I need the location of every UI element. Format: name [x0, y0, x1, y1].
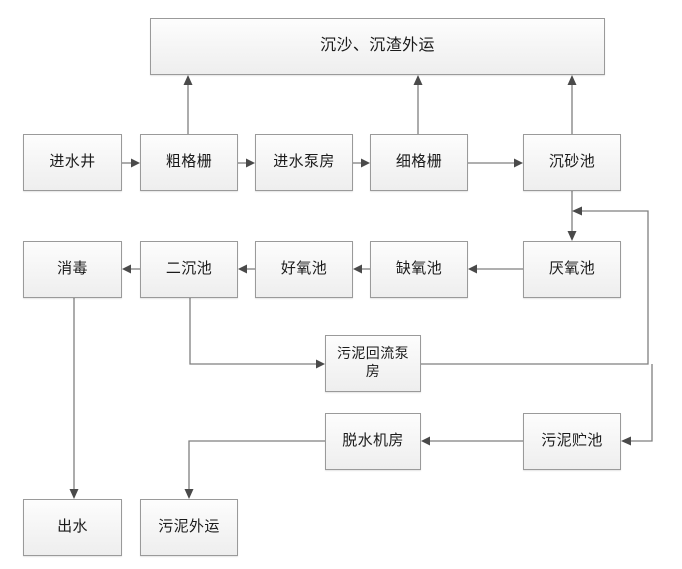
edge-fine-screen-to-grit-chamber: [468, 158, 523, 168]
edge-coarse-screen-to-haul: [183, 75, 193, 134]
node-sludge-storage-tank[interactable]: 污泥贮池: [523, 413, 621, 470]
node-dewatering-room[interactable]: 脱水机房: [325, 413, 421, 470]
node-grit-chamber[interactable]: 沉砂池: [523, 134, 621, 191]
node-anoxic-tank[interactable]: 缺氧池: [370, 241, 468, 298]
node-anaerobic-tank[interactable]: 厌氧池: [523, 241, 621, 298]
node-disinfection[interactable]: 消毒: [23, 241, 122, 298]
edge-secondary-clarifier-to-sludge-return-pump-house: [189, 298, 325, 369]
edge-dewatering-room-to-sludge-haul: [184, 440, 325, 499]
node-coarse-screen[interactable]: 粗格栅: [140, 134, 238, 191]
edge-anoxic-tank-to-aerobic-tank: [353, 264, 370, 274]
edge-grit-chamber-to-haul: [567, 75, 577, 134]
edge-anaerobic-tank-to-anoxic-tank: [468, 264, 523, 274]
edge-inlet-well-to-coarse-screen: [122, 158, 140, 168]
node-sludge-return-pump-house[interactable]: 污泥回流泵 房: [325, 335, 421, 392]
edge-sludge-return-pump-house-to-anaerobic-tank: [421, 206, 649, 365]
node-secondary-clarifier[interactable]: 二沉池: [140, 241, 238, 298]
node-inlet-pump-house[interactable]: 进水泵房: [255, 134, 353, 191]
node-grit-residue-haul[interactable]: 沉沙、沉渣外运: [150, 18, 605, 75]
edge-aerobic-tank-to-secondary-clarifier: [238, 264, 255, 274]
edge-inlet-pump-house-to-fine-screen: [353, 158, 370, 168]
node-fine-screen[interactable]: 细格栅: [370, 134, 468, 191]
edge-fine-screen-to-haul: [413, 75, 423, 134]
node-effluent[interactable]: 出水: [23, 499, 122, 556]
node-inlet-well[interactable]: 进水井: [23, 134, 122, 191]
edge-sludge-return-pump-house-to-sludge-storage-tank: [621, 364, 653, 446]
node-aerobic-tank[interactable]: 好氧池: [255, 241, 353, 298]
edge-grit-chamber-to-anaerobic-tank: [567, 191, 577, 241]
edge-coarse-screen-to-inlet-pump-house: [238, 158, 255, 168]
node-sludge-haul[interactable]: 污泥外运: [140, 499, 238, 556]
edge-sludge-storage-tank-to-dewatering-room: [421, 436, 523, 446]
edge-disinfection-to-effluent: [69, 298, 79, 499]
edge-secondary-clarifier-to-disinfection: [122, 264, 140, 274]
